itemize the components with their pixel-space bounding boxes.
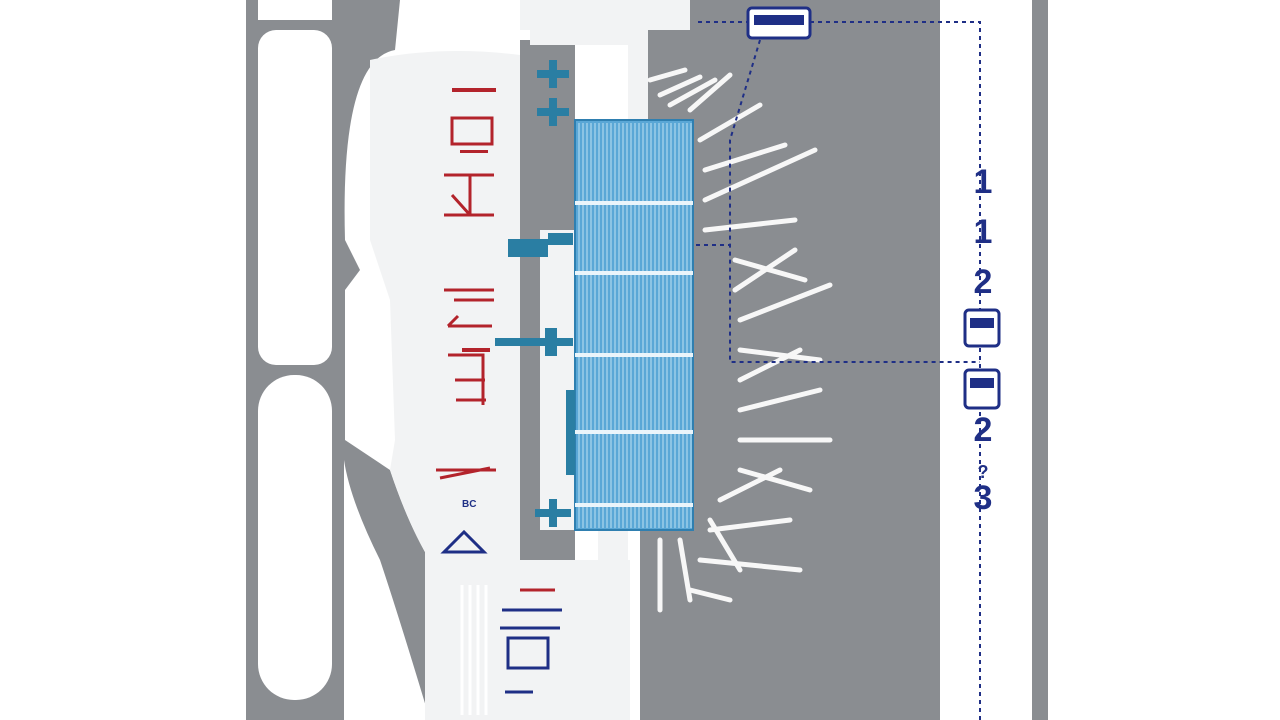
bus-icon — [963, 368, 1001, 410]
route-label-3: 3 — [973, 479, 993, 517]
runway-block-upper — [258, 30, 332, 365]
route-label-1b: 1 — [973, 213, 993, 251]
runway-block-lower — [258, 375, 332, 700]
landside-road — [344, 0, 470, 720]
route-label-1a: 1 — [973, 163, 993, 201]
apron-right-field — [940, 0, 1032, 720]
airplane-icon — [535, 499, 571, 527]
airplane-icon — [537, 60, 569, 88]
facility-icons — [436, 116, 496, 480]
route-label-2b: 2 — [973, 411, 993, 449]
north-pier — [628, 30, 648, 120]
north-connector — [520, 0, 690, 30]
route-label-small: ? — [977, 462, 989, 482]
service-pocket-mid — [540, 230, 580, 530]
bus-route — [696, 21, 981, 720]
bus-icon — [963, 308, 1001, 348]
apron-right-strip — [1032, 0, 1048, 720]
apron-channel — [598, 530, 628, 720]
airplanes — [495, 60, 573, 527]
airplane-icon — [508, 233, 573, 257]
airplane-icon — [495, 328, 573, 356]
drop-off-lanes — [460, 585, 488, 715]
bus-icon — [746, 6, 812, 40]
facility-red-marks — [452, 88, 496, 352]
terminal-building — [566, 119, 694, 531]
route-label-2a: 2 — [973, 263, 993, 301]
landside-icons — [440, 529, 562, 694]
aircraft-stands — [647, 67, 833, 613]
facility-tag-1: BC — [462, 499, 477, 510]
top-left-lot — [258, 0, 332, 20]
airplane-icon — [537, 98, 569, 126]
